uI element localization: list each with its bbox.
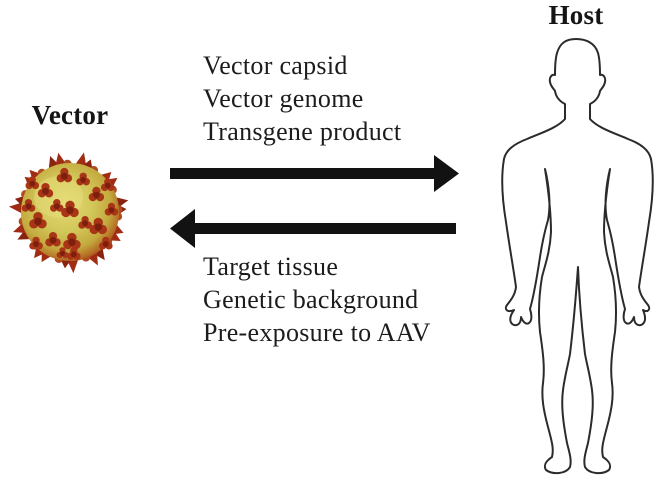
forward-arrow-label-line: Vector capsid: [203, 51, 348, 80]
reverse-arrow-label-line: Target tissue: [203, 252, 339, 281]
reverse-arrow-label-line: Genetic background: [203, 285, 419, 314]
aav-capsid-icon: [4, 146, 136, 278]
host-label: Host: [548, 0, 604, 30]
reverse-arrow-labels: Target tissue Genetic background Pre-exp…: [203, 250, 431, 349]
forward-arrow-labels: Vector capsid Vector genome Transgene pr…: [203, 49, 401, 148]
vector-label: Vector: [31, 100, 109, 130]
human-body-outline-icon: [501, 38, 654, 475]
forward-arrow-label-line: Vector genome: [203, 84, 364, 113]
forward-arrow-icon: [170, 155, 459, 192]
reverse-arrow-label-line: Pre-exposure to AAV: [203, 318, 431, 347]
forward-arrow-label-line: Transgene product: [203, 117, 402, 146]
reverse-arrow-icon: [170, 209, 456, 248]
